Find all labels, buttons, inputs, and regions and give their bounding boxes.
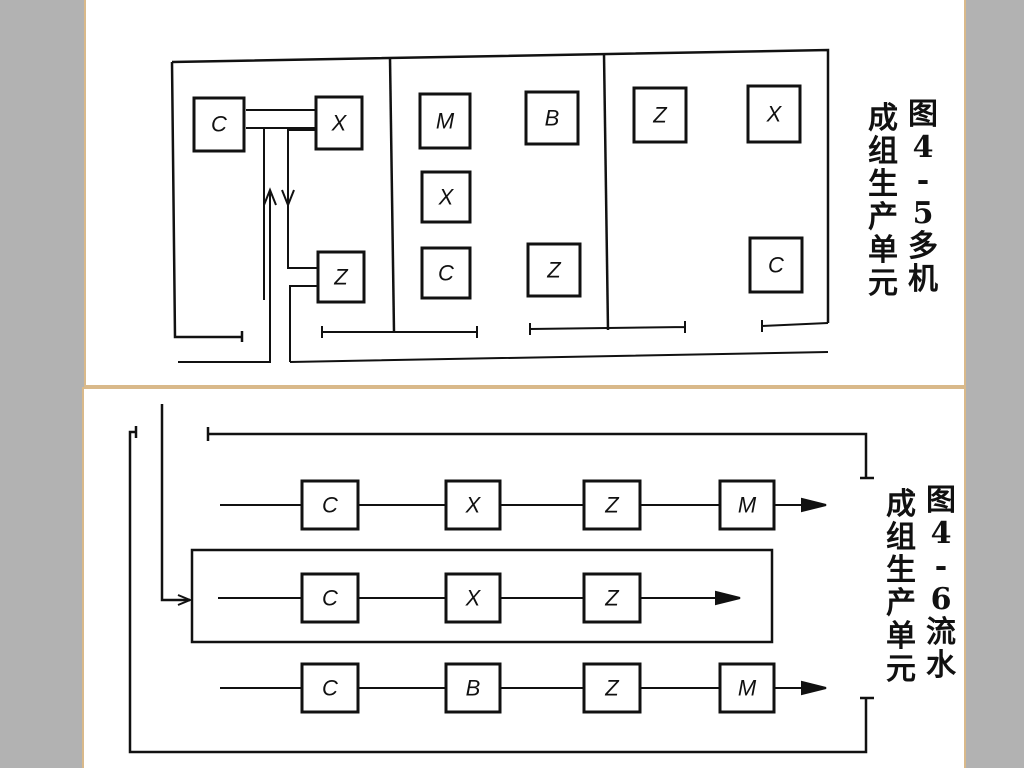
machine-label: B xyxy=(545,106,560,131)
caption-col-2: 成 组 生 产 单 元 xyxy=(884,488,918,686)
caption-char: 元 xyxy=(868,266,898,301)
row1-arrow xyxy=(801,497,827,513)
row1-machine-2: X xyxy=(444,479,502,531)
machine-label: C xyxy=(438,261,454,286)
machine-x-2: X xyxy=(420,170,472,224)
machine-x-3: X xyxy=(746,84,802,144)
caption-char: 元 xyxy=(886,652,916,687)
baseline-left-segment xyxy=(178,190,271,363)
caption-char: 组 xyxy=(868,134,898,169)
machine-label: X xyxy=(766,102,783,127)
caption-char: 图 xyxy=(908,97,938,132)
caption-char: 多 xyxy=(908,229,938,264)
figure-4-6-panel xyxy=(82,387,966,768)
caption-col-2: 成 组 生 产 单 元 xyxy=(866,102,900,300)
caption-char: 图 xyxy=(926,483,956,518)
machine-label: C xyxy=(768,253,784,278)
machine-c-3: C xyxy=(748,236,804,294)
cell-divider-1 xyxy=(388,57,396,333)
caption-char: 4 xyxy=(912,130,934,165)
machine-label: X xyxy=(438,185,455,210)
caption-char: 水 xyxy=(926,648,956,683)
row3-machine-2: B xyxy=(444,662,502,714)
machine-c-2: C xyxy=(420,246,472,300)
caption-char: 4 xyxy=(930,516,952,551)
machine-z-2: Z xyxy=(526,242,582,298)
machine-label: B xyxy=(466,676,481,701)
baseline-segment-2 xyxy=(321,326,478,338)
caption-char: 单 xyxy=(886,619,916,654)
baseline-segment-4 xyxy=(761,320,829,332)
machine-label: X xyxy=(465,586,482,611)
machine-label: Z xyxy=(604,493,620,518)
machine-b-1: B xyxy=(524,90,580,146)
caption-char: 机 xyxy=(908,262,938,297)
row2-machine-1: C xyxy=(300,572,360,624)
row1-machine-1: C xyxy=(300,479,360,531)
machine-label: C xyxy=(322,586,338,611)
machine-m-1: M xyxy=(418,92,472,150)
row3-arrow xyxy=(801,680,827,696)
row3-machine-3: Z xyxy=(582,662,642,714)
machine-c-1: C xyxy=(192,96,246,153)
caption-char: 生 xyxy=(868,167,898,202)
caption-char: 产 xyxy=(886,586,916,621)
caption-char: 5 xyxy=(912,196,934,231)
machine-label: M xyxy=(738,676,757,701)
caption-col-1: 图 4 - 6 流 水 xyxy=(924,484,958,682)
connector-x-z xyxy=(287,129,318,269)
outer-return-loop xyxy=(128,426,874,754)
caption-char: 单 xyxy=(868,233,898,268)
cell-divider-2 xyxy=(602,53,610,331)
machine-label: C xyxy=(322,493,338,518)
row3-machine-4: M xyxy=(718,662,776,714)
machine-label: Z xyxy=(546,258,562,283)
machine-z-3: Z xyxy=(632,86,688,144)
caption-char: - xyxy=(934,549,948,584)
connector-c-x xyxy=(246,109,316,300)
caption-char: 成 xyxy=(868,101,898,136)
feeder-arrow xyxy=(177,594,193,606)
machine-label: Z xyxy=(652,103,668,128)
machine-label: Z xyxy=(604,586,620,611)
caption-char: 生 xyxy=(886,553,916,588)
machine-label: M xyxy=(738,493,757,518)
machine-x-1: X xyxy=(314,95,364,151)
caption-char: 6 xyxy=(930,582,952,617)
machine-label: Z xyxy=(333,265,349,290)
arrow-down xyxy=(281,189,295,208)
machine-label: C xyxy=(211,112,227,137)
row2-arrow xyxy=(715,590,741,606)
caption-char: 产 xyxy=(868,200,898,235)
row1-machine-4: M xyxy=(718,479,776,531)
caption-col-1: 图 4 - 5 多 机 xyxy=(906,98,940,296)
return-line xyxy=(289,285,829,363)
row3-machine-1: C xyxy=(300,662,360,714)
group-box xyxy=(190,548,774,644)
machine-label: C xyxy=(322,676,338,701)
figure-4-5-caption: 图 4 - 5 多 机 成 组 生 产 单 元 xyxy=(866,98,946,308)
arrow-up xyxy=(263,187,277,206)
caption-char: 组 xyxy=(886,520,916,555)
machine-label: Z xyxy=(604,676,620,701)
row2-machine-3: Z xyxy=(582,572,642,624)
caption-char: 流 xyxy=(926,615,956,650)
machine-label: M xyxy=(436,109,455,134)
baseline-segment-3 xyxy=(529,321,686,335)
machine-label: X xyxy=(331,111,348,136)
top-return-loop xyxy=(206,427,874,480)
caption-char: - xyxy=(916,163,930,198)
row1-machine-3: Z xyxy=(582,479,642,531)
machine-z-1: Z xyxy=(316,250,366,304)
row2-machine-2: X xyxy=(444,572,502,624)
figure-4-6-caption: 图 4 - 6 流 水 成 组 生 产 单 元 xyxy=(884,484,964,694)
caption-char: 成 xyxy=(886,487,916,522)
left-feeder xyxy=(160,404,190,602)
machine-label: X xyxy=(465,493,482,518)
